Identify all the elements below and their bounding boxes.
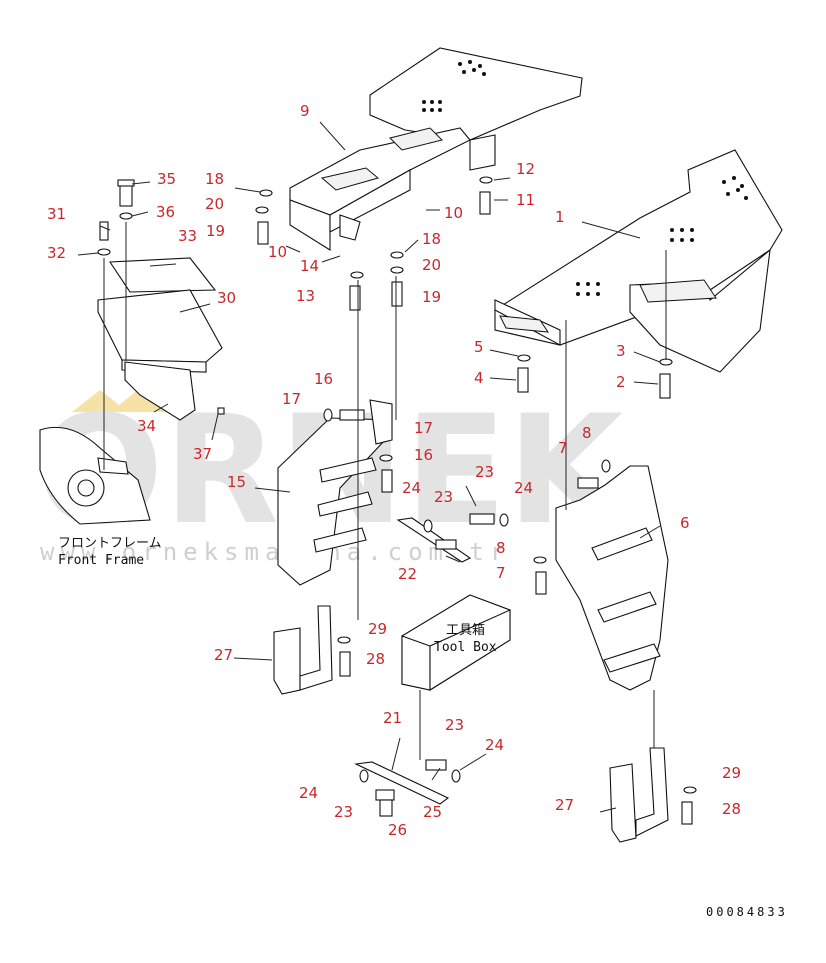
callout-26: 26 xyxy=(388,821,407,839)
hole-pattern-right xyxy=(576,176,748,296)
upper-left-frame xyxy=(289,47,583,251)
callout-35: 35 xyxy=(157,170,176,188)
callout-29b: 29 xyxy=(722,764,741,782)
callout-18b: 18 xyxy=(422,230,441,248)
callout-27a: 27 xyxy=(214,646,233,664)
callout-24b: 24 xyxy=(514,479,533,497)
callout-6: 6 xyxy=(680,514,690,532)
callout-13: 13 xyxy=(296,287,315,305)
callout-20a: 20 xyxy=(205,195,224,213)
bracket-27-left xyxy=(273,605,333,695)
callout-27b: 27 xyxy=(555,796,574,814)
callout-20b: 20 xyxy=(422,256,441,274)
callout-14: 14 xyxy=(300,257,319,275)
callout-17a: 17 xyxy=(282,390,301,408)
callout-36: 36 xyxy=(156,203,175,221)
callout-1: 1 xyxy=(555,208,565,226)
callout-19a: 19 xyxy=(206,222,225,240)
callout-19b: 19 xyxy=(422,288,441,306)
callout-31: 31 xyxy=(47,205,66,223)
callout-3: 3 xyxy=(616,342,626,360)
callout-23c: 23 xyxy=(445,716,464,734)
callout-23b: 23 xyxy=(434,488,453,506)
callout-10a: 10 xyxy=(444,204,463,222)
callout-24a: 24 xyxy=(402,479,421,497)
callout-4: 4 xyxy=(474,369,484,387)
left-step-assembly xyxy=(97,257,223,421)
callout-23d: 23 xyxy=(334,803,353,821)
callout-23a: 23 xyxy=(475,463,494,481)
callout-34: 34 xyxy=(137,417,156,435)
callout-18a: 18 xyxy=(205,170,224,188)
front-frame xyxy=(39,426,151,525)
bar-21 xyxy=(354,761,450,805)
callout-33: 33 xyxy=(178,227,197,245)
fasteners xyxy=(97,176,697,825)
callout-28b: 28 xyxy=(722,800,741,818)
callout-5: 5 xyxy=(474,338,484,356)
tool-box-label-en: Tool Box xyxy=(434,640,497,655)
callout-22: 22 xyxy=(398,565,417,583)
callout-7b: 7 xyxy=(496,564,506,582)
callout-25: 25 xyxy=(423,803,442,821)
callout-24c: 24 xyxy=(485,736,504,754)
callout-32: 32 xyxy=(47,244,66,262)
callout-16b: 16 xyxy=(414,446,433,464)
callout-17b: 17 xyxy=(414,419,433,437)
leader-lines xyxy=(77,121,667,813)
left-ladder xyxy=(277,399,393,586)
front-frame-label-jp: フロントフレーム xyxy=(58,536,162,551)
right-frame xyxy=(494,149,783,373)
callout-7a: 7 xyxy=(558,439,568,457)
tool-box xyxy=(401,594,511,691)
callout-29a: 29 xyxy=(368,620,387,638)
callout-28a: 28 xyxy=(366,650,385,668)
callout-2: 2 xyxy=(616,373,626,391)
bracket-27-right xyxy=(609,747,669,843)
watermark-url: www.orneksmakina.com.tr xyxy=(40,538,510,566)
callout-37: 37 xyxy=(193,445,212,463)
document-number: 00084833 xyxy=(706,905,788,919)
callout-16a: 16 xyxy=(314,370,333,388)
callout-12: 12 xyxy=(516,160,535,178)
callout-9: 9 xyxy=(300,102,310,120)
callout-30: 30 xyxy=(217,289,236,307)
front-frame-label-en: Front Frame xyxy=(58,553,144,568)
callout-11: 11 xyxy=(516,191,535,209)
callout-8a: 8 xyxy=(582,424,592,442)
callout-15: 15 xyxy=(227,473,246,491)
callouts: 1 2 3 4 5 6 7 7 8 8 9 10 10 11 12 13 14 … xyxy=(47,102,741,839)
callout-24d: 24 xyxy=(299,784,318,802)
right-ladder xyxy=(555,465,669,691)
callout-21: 21 xyxy=(383,709,402,727)
hole-pattern xyxy=(422,60,486,112)
tool-box-label-jp: 工具箱 xyxy=(446,622,485,638)
callout-8b: 8 xyxy=(496,539,506,557)
callout-10b: 10 xyxy=(268,243,287,261)
